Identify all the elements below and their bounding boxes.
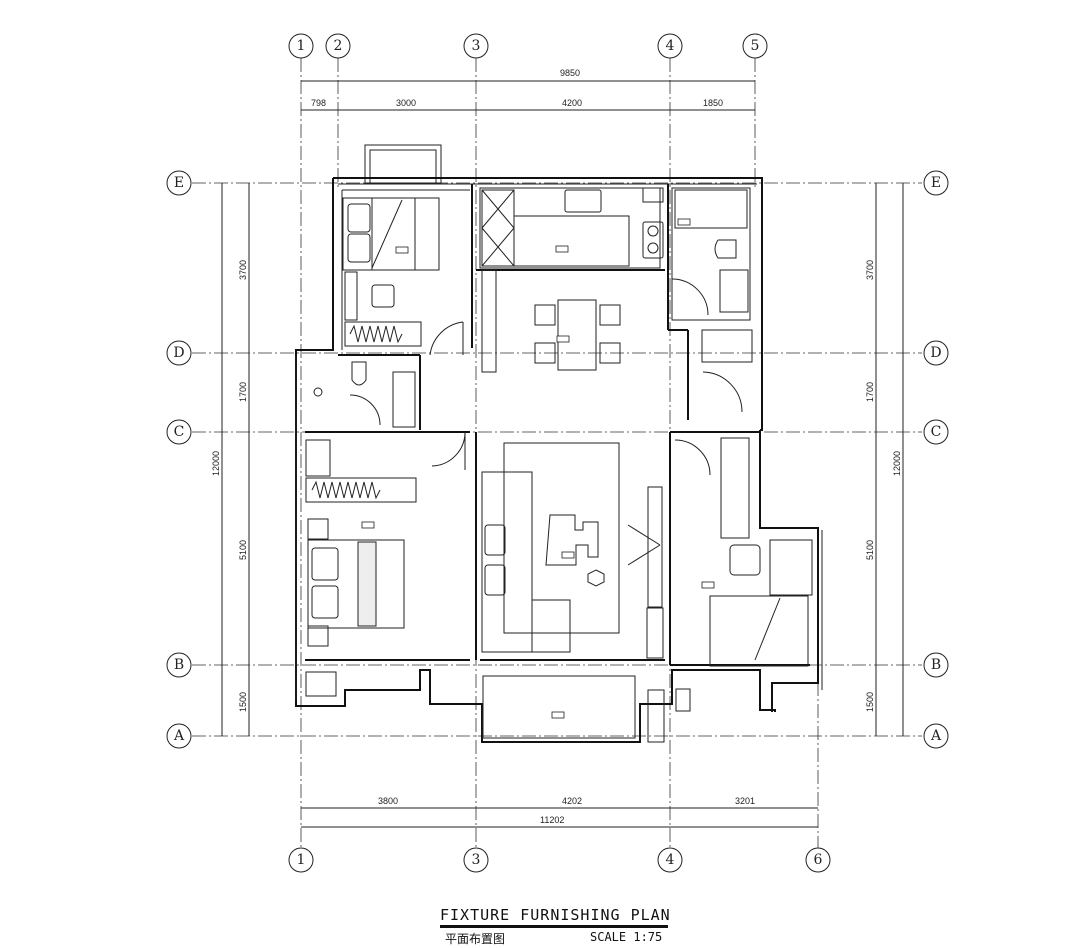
dim-right-seg-3: 5100 (865, 540, 875, 560)
wardrobe-small (305, 439, 331, 477)
living-room-furniture (481, 442, 664, 659)
chaise (531, 599, 571, 653)
double-bed (342, 197, 440, 271)
chair (729, 544, 761, 576)
door-swing (671, 278, 709, 316)
nightstand (307, 625, 329, 647)
cabinet (701, 329, 753, 363)
counter (513, 215, 630, 267)
dim-bottom-seg-1: 3800 (378, 796, 398, 806)
dim-left-seg-2: 1700 (238, 382, 248, 402)
top-dimensions: 9850 798 3000 4200 1850 (301, 68, 755, 111)
dim-right-total: 12000 (892, 451, 902, 476)
drawing-subtitle-cn: 平面布置图 (445, 932, 506, 946)
desk (769, 539, 813, 596)
east-bedroom-furniture (674, 371, 813, 667)
tv-cabinet (647, 486, 663, 608)
dim-bottom-seg-2: 4202 (562, 796, 582, 806)
west-bathroom-fixtures (313, 361, 466, 470)
grid-bubbles-left: E D C B A (166, 170, 192, 749)
drawing-title: FIXTURE FURNISHING PLAN (440, 906, 671, 924)
dim-top-seg-3: 4200 (562, 98, 582, 108)
dim-right-seg-1: 3700 (865, 260, 875, 280)
axis-label-D-left: D (173, 345, 184, 361)
axis-label-6-bottom: 6 (814, 852, 823, 868)
door-swing (349, 394, 381, 426)
axis-label-4: 4 (666, 38, 675, 54)
dining-table (557, 299, 597, 371)
axis-label-C-left: C (174, 424, 185, 440)
chair (371, 284, 395, 308)
interior-walls (305, 184, 810, 666)
exterior-walls (295, 144, 823, 743)
wardrobe (344, 321, 422, 347)
rug (503, 442, 620, 634)
axis-label-B-right: B (931, 657, 941, 673)
dim-left-seg-3: 5100 (238, 540, 248, 560)
kitchen-furniture (481, 187, 664, 267)
sofa (481, 471, 533, 653)
grid-lines (192, 58, 922, 848)
dim-top-seg-2: 3000 (396, 98, 416, 108)
axis-label-B-left: B (174, 657, 184, 673)
axis-label-A-left: A (173, 728, 185, 744)
master-bedroom-furniture (305, 439, 417, 647)
dim-left-seg-1: 3700 (238, 260, 248, 280)
dim-left-seg-4: 1500 (238, 692, 248, 712)
axis-label-3-bottom: 3 (472, 852, 481, 868)
axis-label-1: 1 (297, 38, 306, 54)
storage-cabinet (481, 189, 515, 267)
dim-top-seg-1: 798 (311, 98, 326, 108)
floor-drain (313, 387, 323, 397)
coffee-table (545, 514, 599, 566)
axis-label-C-right: C (931, 424, 942, 440)
double-bed (307, 539, 405, 629)
left-dimensions: 3700 1700 5100 1500 12000 (211, 183, 250, 736)
bottom-dimensions: 3800 4202 3201 11202 (301, 796, 818, 828)
shower (674, 189, 748, 229)
dim-right-seg-2: 1700 (865, 382, 875, 402)
stove (642, 221, 664, 259)
door-swing (431, 431, 466, 467)
dim-bottom-total: 11202 (540, 815, 564, 825)
axis-label-4-bottom: 4 (666, 852, 675, 868)
axis-label-D-right: D (930, 345, 941, 361)
right-dimensions: 3700 1700 5100 1500 12000 (865, 183, 904, 736)
grid-bubbles-top: 1 2 3 4 5 (288, 33, 768, 59)
north-bedroom-furniture (342, 197, 464, 356)
axis-label-E-left: E (174, 175, 184, 191)
axis-label-1-bottom: 1 (297, 852, 306, 868)
axis-label-5: 5 (751, 38, 760, 54)
dim-bottom-seg-3: 3201 (735, 796, 755, 806)
grid-bubbles-right: E D C B A (923, 170, 949, 749)
axis-label-3: 3 (472, 38, 481, 54)
north-bathroom-fixtures (671, 189, 753, 363)
dining-furniture (481, 269, 621, 373)
sideboard (481, 269, 497, 373)
nightstand (307, 518, 329, 540)
drawing-scale: SCALE 1:75 (590, 930, 663, 944)
door-swing (702, 371, 743, 413)
wardrobe (305, 477, 417, 503)
dim-top-total: 9850 (560, 68, 580, 78)
door-swing (674, 439, 711, 476)
axis-label-E-right: E (931, 175, 941, 191)
balcony-area (305, 671, 691, 743)
axis-label-A-right: A (930, 728, 942, 744)
wardrobe (720, 437, 750, 539)
axis-label-2: 2 (334, 38, 343, 54)
double-bed (709, 595, 809, 667)
washbasin (719, 269, 749, 313)
grid-bubbles-bottom: 1 3 4 6 (288, 847, 831, 873)
bathtub (392, 371, 416, 428)
title-underline (440, 925, 668, 928)
dim-right-seg-4: 1500 (865, 692, 875, 712)
door-swing (429, 321, 464, 356)
wardrobe-cabinet (344, 271, 358, 321)
toilet (714, 239, 737, 259)
dim-left-total: 12000 (211, 451, 221, 476)
dim-top-seg-4: 1850 (703, 98, 723, 108)
toilet (351, 361, 367, 386)
sink (564, 189, 602, 213)
